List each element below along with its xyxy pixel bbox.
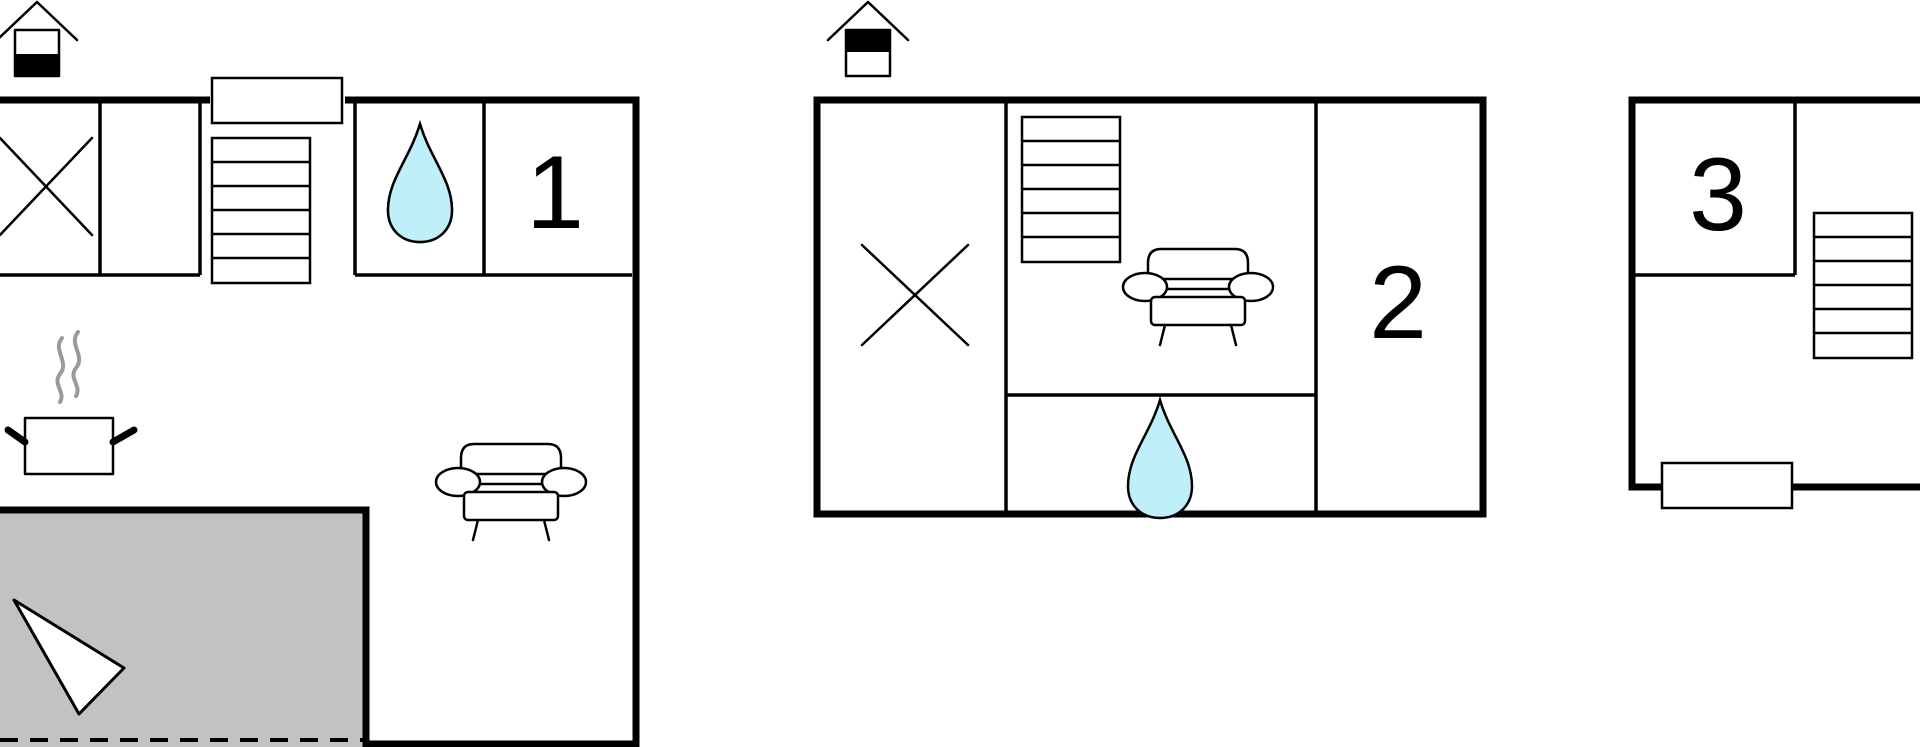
floor-1-number: 1 — [526, 135, 584, 251]
sofa-icon — [1121, 247, 1275, 347]
stairs-icon — [210, 136, 312, 285]
sofa-icon — [434, 442, 588, 542]
floor-2-plan: 2 — [813, 0, 1487, 520]
cooking-pot-icon — [4, 330, 138, 476]
floor-1-plan: 1 — [0, 0, 640, 747]
floor-3-number: 3 — [1689, 137, 1747, 253]
floor-2-number: 2 — [1369, 245, 1427, 361]
bed-cross-icon — [0, 136, 94, 237]
house-level-icon — [0, 0, 79, 78]
heater-icon — [1660, 461, 1794, 510]
house-level-icon — [826, 0, 910, 78]
compass-arrow-icon — [12, 598, 126, 716]
water-drop-icon — [1126, 395, 1194, 520]
heater-icon — [210, 76, 344, 125]
water-drop-icon — [386, 119, 454, 244]
stairs-icon — [1812, 211, 1914, 360]
stairs-icon — [1020, 115, 1122, 264]
floor-3-plan: 3 — [1628, 96, 1920, 510]
bed-cross-icon — [860, 243, 970, 347]
